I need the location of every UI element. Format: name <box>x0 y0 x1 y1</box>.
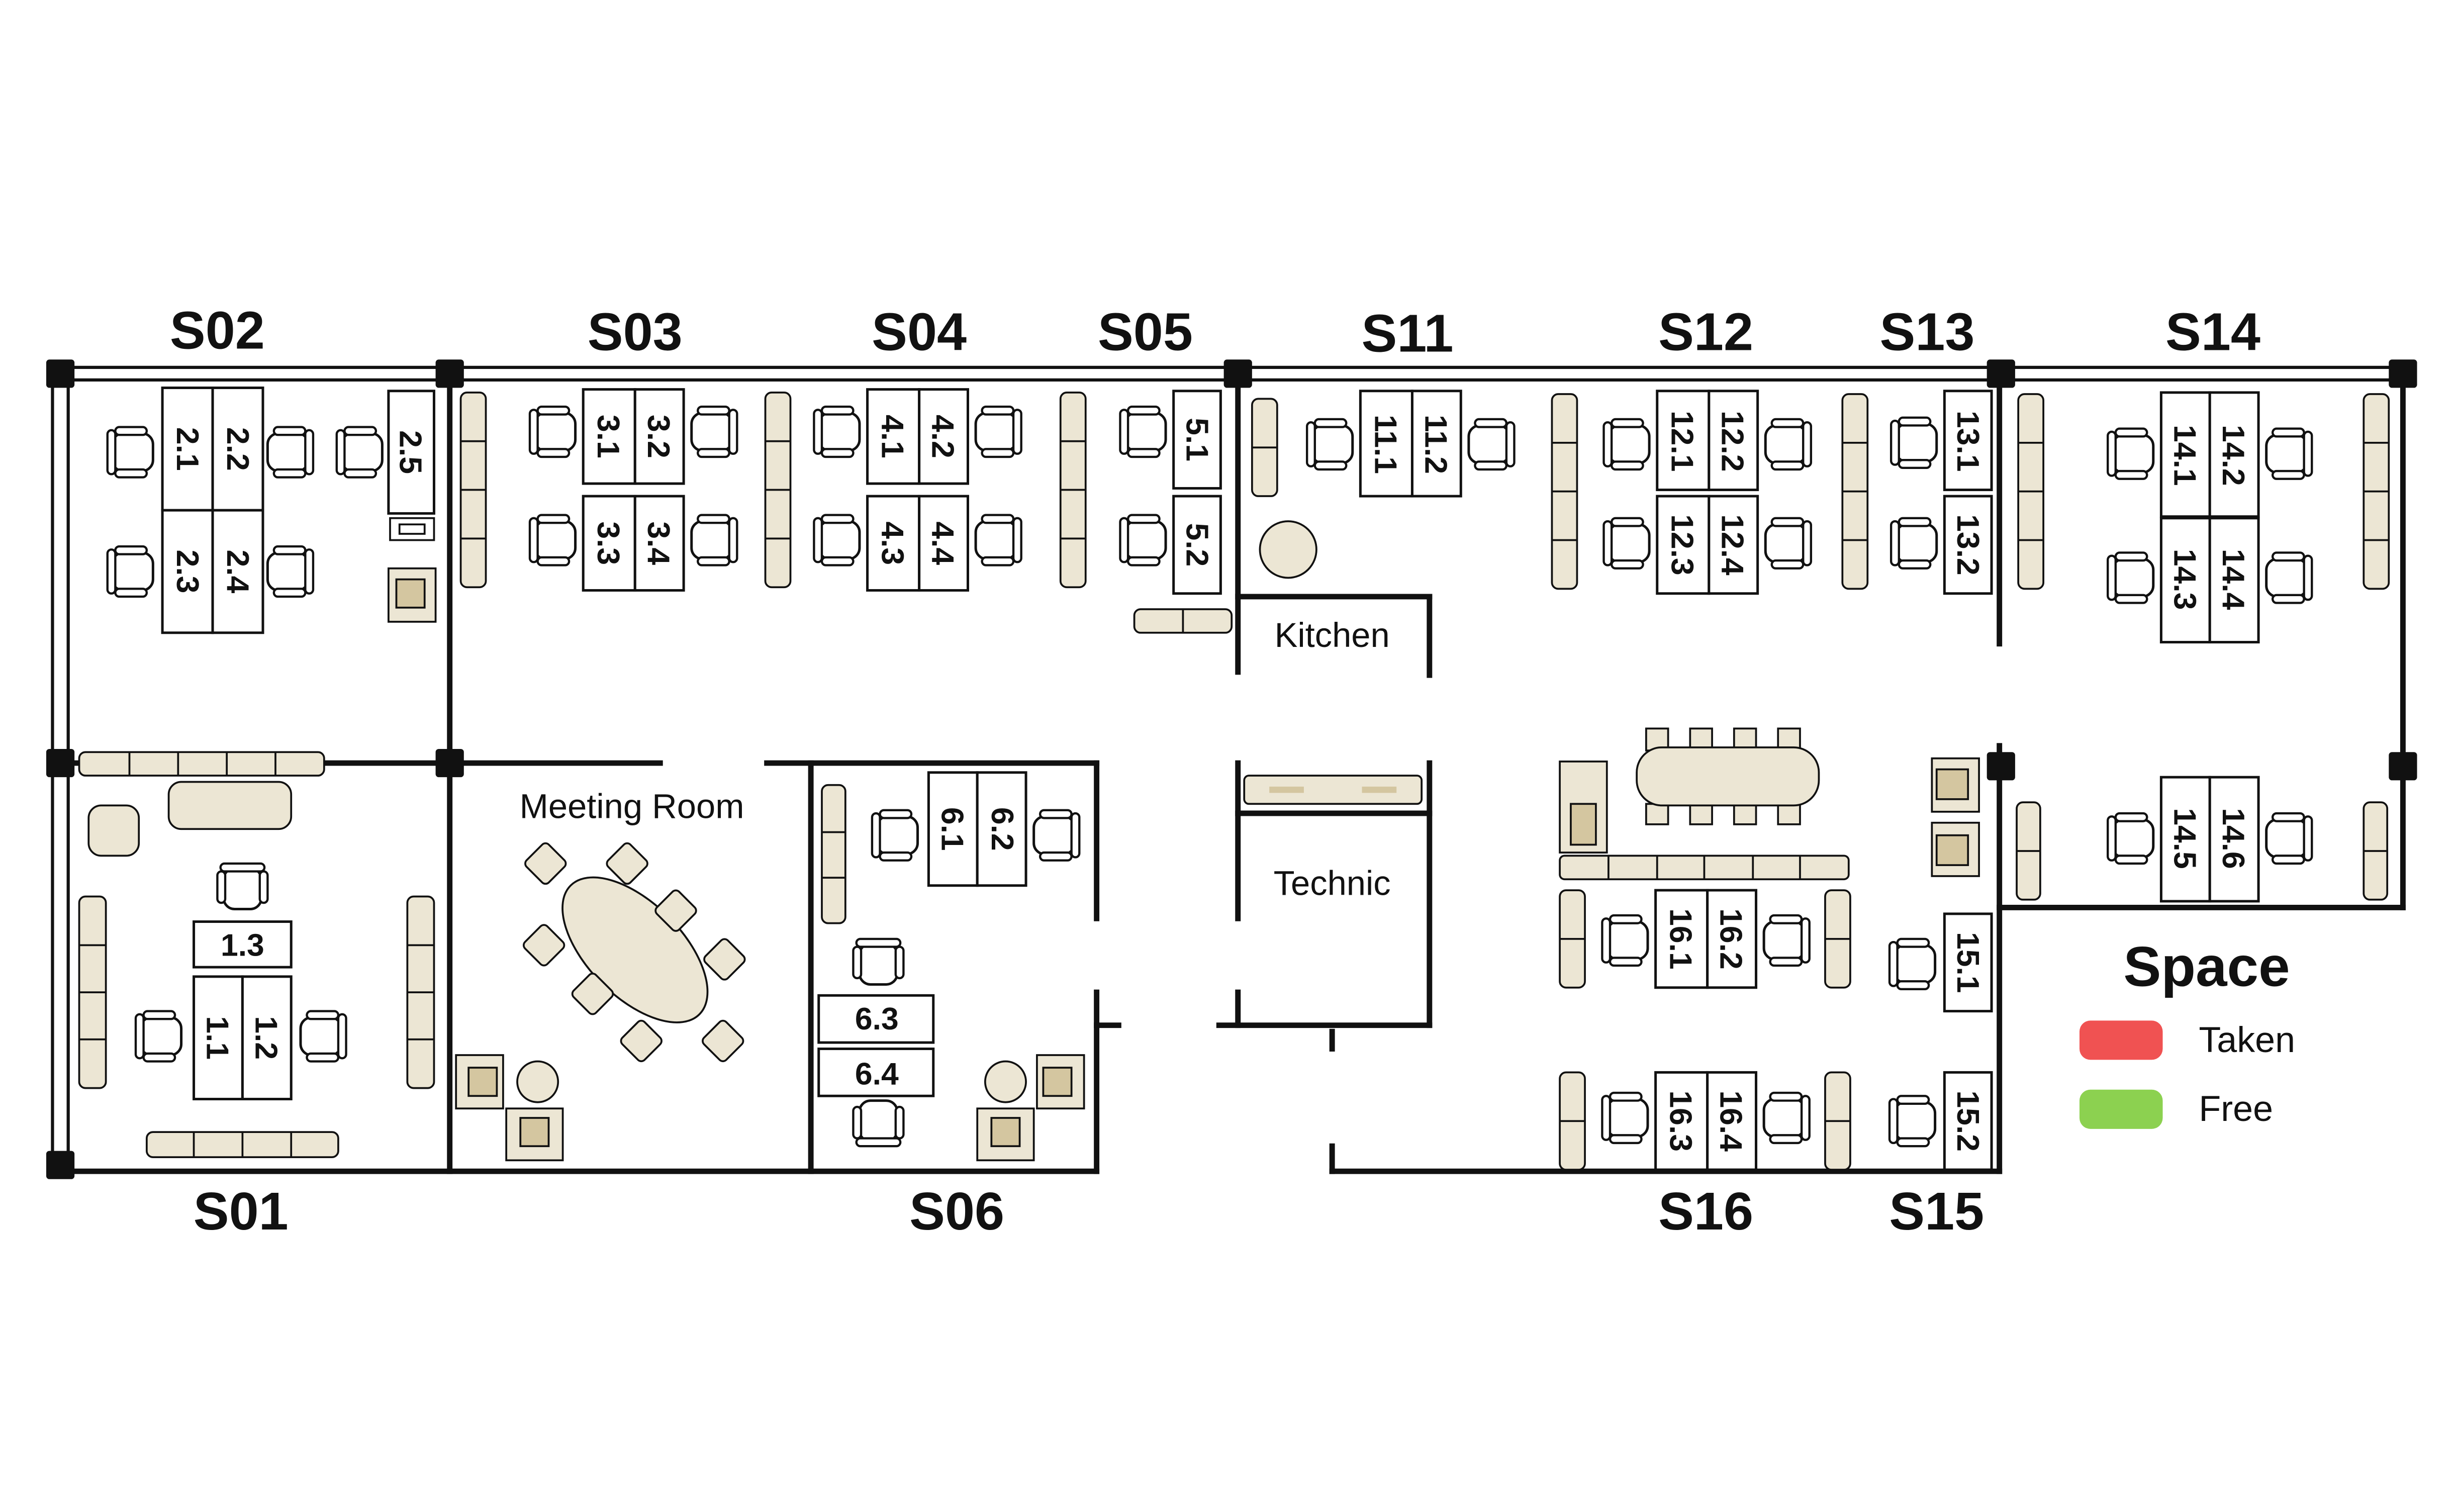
desk-label-4-4: 4.4 <box>925 521 961 565</box>
desk-label-16-3: 16.3 <box>1663 1090 1698 1152</box>
zone-label-s14: S14 <box>2165 302 2260 362</box>
desk-label-3-3: 3.3 <box>591 521 626 565</box>
zone-label-s15: S15 <box>1889 1181 1984 1241</box>
desk-label-4-3: 4.3 <box>875 521 910 565</box>
desk-label-15-1: 15.1 <box>1950 932 1986 993</box>
desk-label-3-2: 3.2 <box>641 415 676 458</box>
desk-label-12-1: 12.1 <box>1665 411 1700 472</box>
desk-label-3-1: 3.1 <box>591 415 626 458</box>
desk-label-16-4: 16.4 <box>1714 1090 1749 1152</box>
desk-label-14-3: 14.3 <box>2167 549 2202 610</box>
desk-label-12-4: 12.4 <box>1715 514 1750 576</box>
desk-label-1-3: 1.3 <box>221 927 264 963</box>
furniture <box>78 392 2390 1171</box>
room-label-technic: Technic <box>1274 864 1391 902</box>
desk-label-2-5: 2.5 <box>393 430 428 474</box>
desk-label-4-1: 4.1 <box>875 415 910 458</box>
legend-swatch-free <box>2079 1089 2163 1129</box>
legend-title: Space <box>2123 935 2290 998</box>
desk-label-4-2: 4.2 <box>925 415 961 458</box>
columns <box>46 359 2417 1179</box>
legend-label-free: Free <box>2199 1089 2273 1129</box>
desk-label-13-1: 13.1 <box>1950 411 1986 472</box>
zone-label-s05: S05 <box>1098 302 1193 362</box>
desk-label-14-1: 14.1 <box>2167 425 2202 486</box>
desk-label-6-3: 6.3 <box>855 1001 899 1036</box>
legend: Space Taken Free <box>2079 935 2295 1129</box>
desk-label-5-1: 5.1 <box>1180 418 1215 461</box>
desk-label-14-5: 14.5 <box>2167 808 2202 869</box>
desk-label-16-2: 16.2 <box>1714 908 1749 970</box>
desk-label-6-2: 6.2 <box>985 807 1020 851</box>
desk-label-1-2: 1.2 <box>248 1016 284 1060</box>
walls <box>51 365 2406 1174</box>
desk-label-14-2: 14.2 <box>2216 425 2251 486</box>
zone-label-s12: S12 <box>1658 302 1753 362</box>
desk-label-6-4: 6.4 <box>855 1057 899 1092</box>
desk-label-2-3: 2.3 <box>170 550 205 594</box>
legend-label-taken: Taken <box>2199 1020 2295 1060</box>
desk-label-12-2: 12.2 <box>1715 411 1750 472</box>
desk-label-15-2: 15.2 <box>1950 1090 1986 1152</box>
desks <box>161 387 2260 1171</box>
desk-label-2-4: 2.4 <box>220 550 255 594</box>
desk-label-3-4: 3.4 <box>641 521 676 565</box>
desk-label-11-1: 11.1 <box>1368 415 1403 474</box>
desk-label-2-1: 2.1 <box>170 427 205 471</box>
legend-swatch-taken <box>2079 1020 2163 1060</box>
desk-label-1-1: 1.1 <box>200 1016 235 1060</box>
zone-label-s01: S01 <box>194 1181 289 1241</box>
zone-label-s04: S04 <box>872 302 967 362</box>
desk-label-14-6: 14.6 <box>2216 808 2251 869</box>
desk-label-16-1: 16.1 <box>1663 908 1698 970</box>
desk-label-13-2: 13.2 <box>1950 514 1986 576</box>
desk-label-5-2: 5.2 <box>1180 523 1215 566</box>
desk-label-11-2: 11.2 <box>1418 415 1453 474</box>
room-label-kitchen: Kitchen <box>1275 616 1390 654</box>
desk-label-2-2: 2.2 <box>220 427 255 471</box>
zone-label-s03: S03 <box>588 302 683 362</box>
zone-label-s11: S11 <box>1362 304 1454 363</box>
zone-label-s02: S02 <box>170 300 265 360</box>
desk-label-12-3: 12.3 <box>1665 514 1700 576</box>
zone-label-s16: S16 <box>1658 1181 1753 1241</box>
room-label-meeting: Meeting Room <box>520 787 744 825</box>
chairs <box>108 407 2312 1146</box>
desk-label-6-1: 6.1 <box>934 807 970 851</box>
zone-label-s06: S06 <box>909 1181 1004 1241</box>
desk-label-14-4: 14.4 <box>2216 549 2251 610</box>
zone-label-s13: S13 <box>1880 302 1975 362</box>
